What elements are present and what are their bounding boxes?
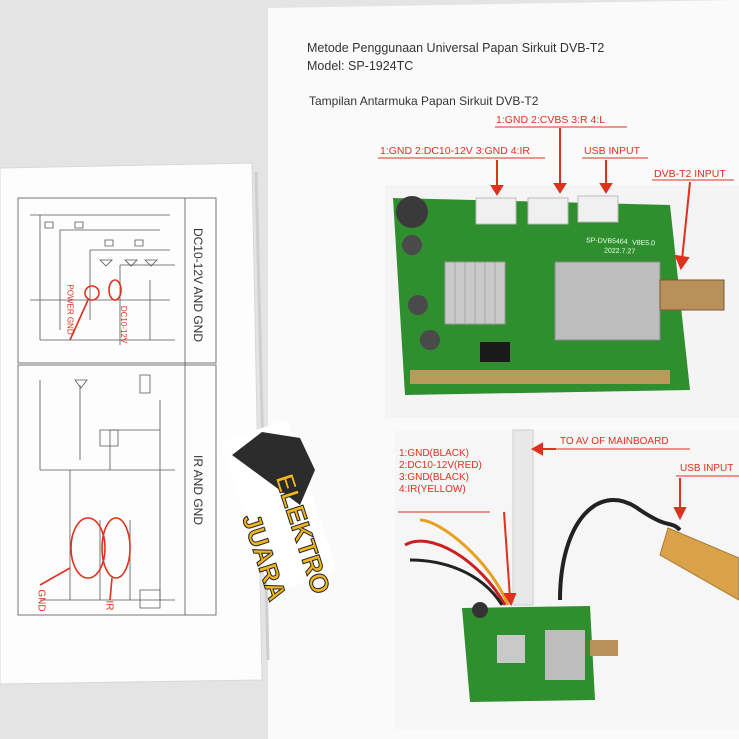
top-pcb-photo [385, 185, 739, 418]
board-date: 2022.7.27 [603, 247, 636, 256]
label-dvb: DVB-T2 INPUT [654, 168, 726, 180]
label-wire-2: 2:DC10-12V(RED) [399, 460, 482, 471]
label-wire-1: 1:GND(BLACK) [399, 448, 470, 459]
schematic-power-section: DC10-12V AND GND [191, 227, 205, 343]
schematic-dc: DC10-12V [119, 305, 129, 344]
label-wire-4: 4:IR(YELLOW) [399, 484, 466, 495]
schematic-gnd: GND [35, 589, 47, 612]
label-wire-3: 3:GND(BLACK) [399, 472, 470, 483]
document-title: Metode Penggunaan Universal Papan Sirkui… [307, 41, 605, 55]
schematic-drawing [17, 197, 217, 616]
document-model: Model: SP-1924TC [307, 59, 414, 73]
schematic-power-gnd: POWER GND [65, 284, 75, 335]
label-connector1: 1:GND 2:DC10-12V 3:GND 4:IR [380, 145, 530, 157]
label-usb-bottom: USB INPUT [680, 463, 734, 474]
label-usb-top: USB INPUT [584, 145, 641, 157]
board-version: V8E5.0 [631, 239, 656, 248]
bottom-arrows [398, 442, 739, 607]
top-arrows [378, 126, 734, 271]
logo-shape [232, 432, 315, 505]
schematic-sheet [0, 162, 263, 685]
section-heading: Tampilan Antarmuka Papan Sirkuit DVB-T2 [309, 94, 539, 108]
schematic-ir: IR [103, 600, 115, 611]
board-model: SP-DVB5464 [585, 237, 628, 246]
schematic-ir-section: IR AND GND [191, 454, 205, 525]
bottom-pcb-photo [395, 429, 739, 730]
schematic-annotations [39, 279, 131, 601]
label-connector2: 1:GND 2:CVBS 3:R 4:L [496, 114, 606, 126]
label-av: TO AV OF MAINBOARD [560, 436, 669, 447]
